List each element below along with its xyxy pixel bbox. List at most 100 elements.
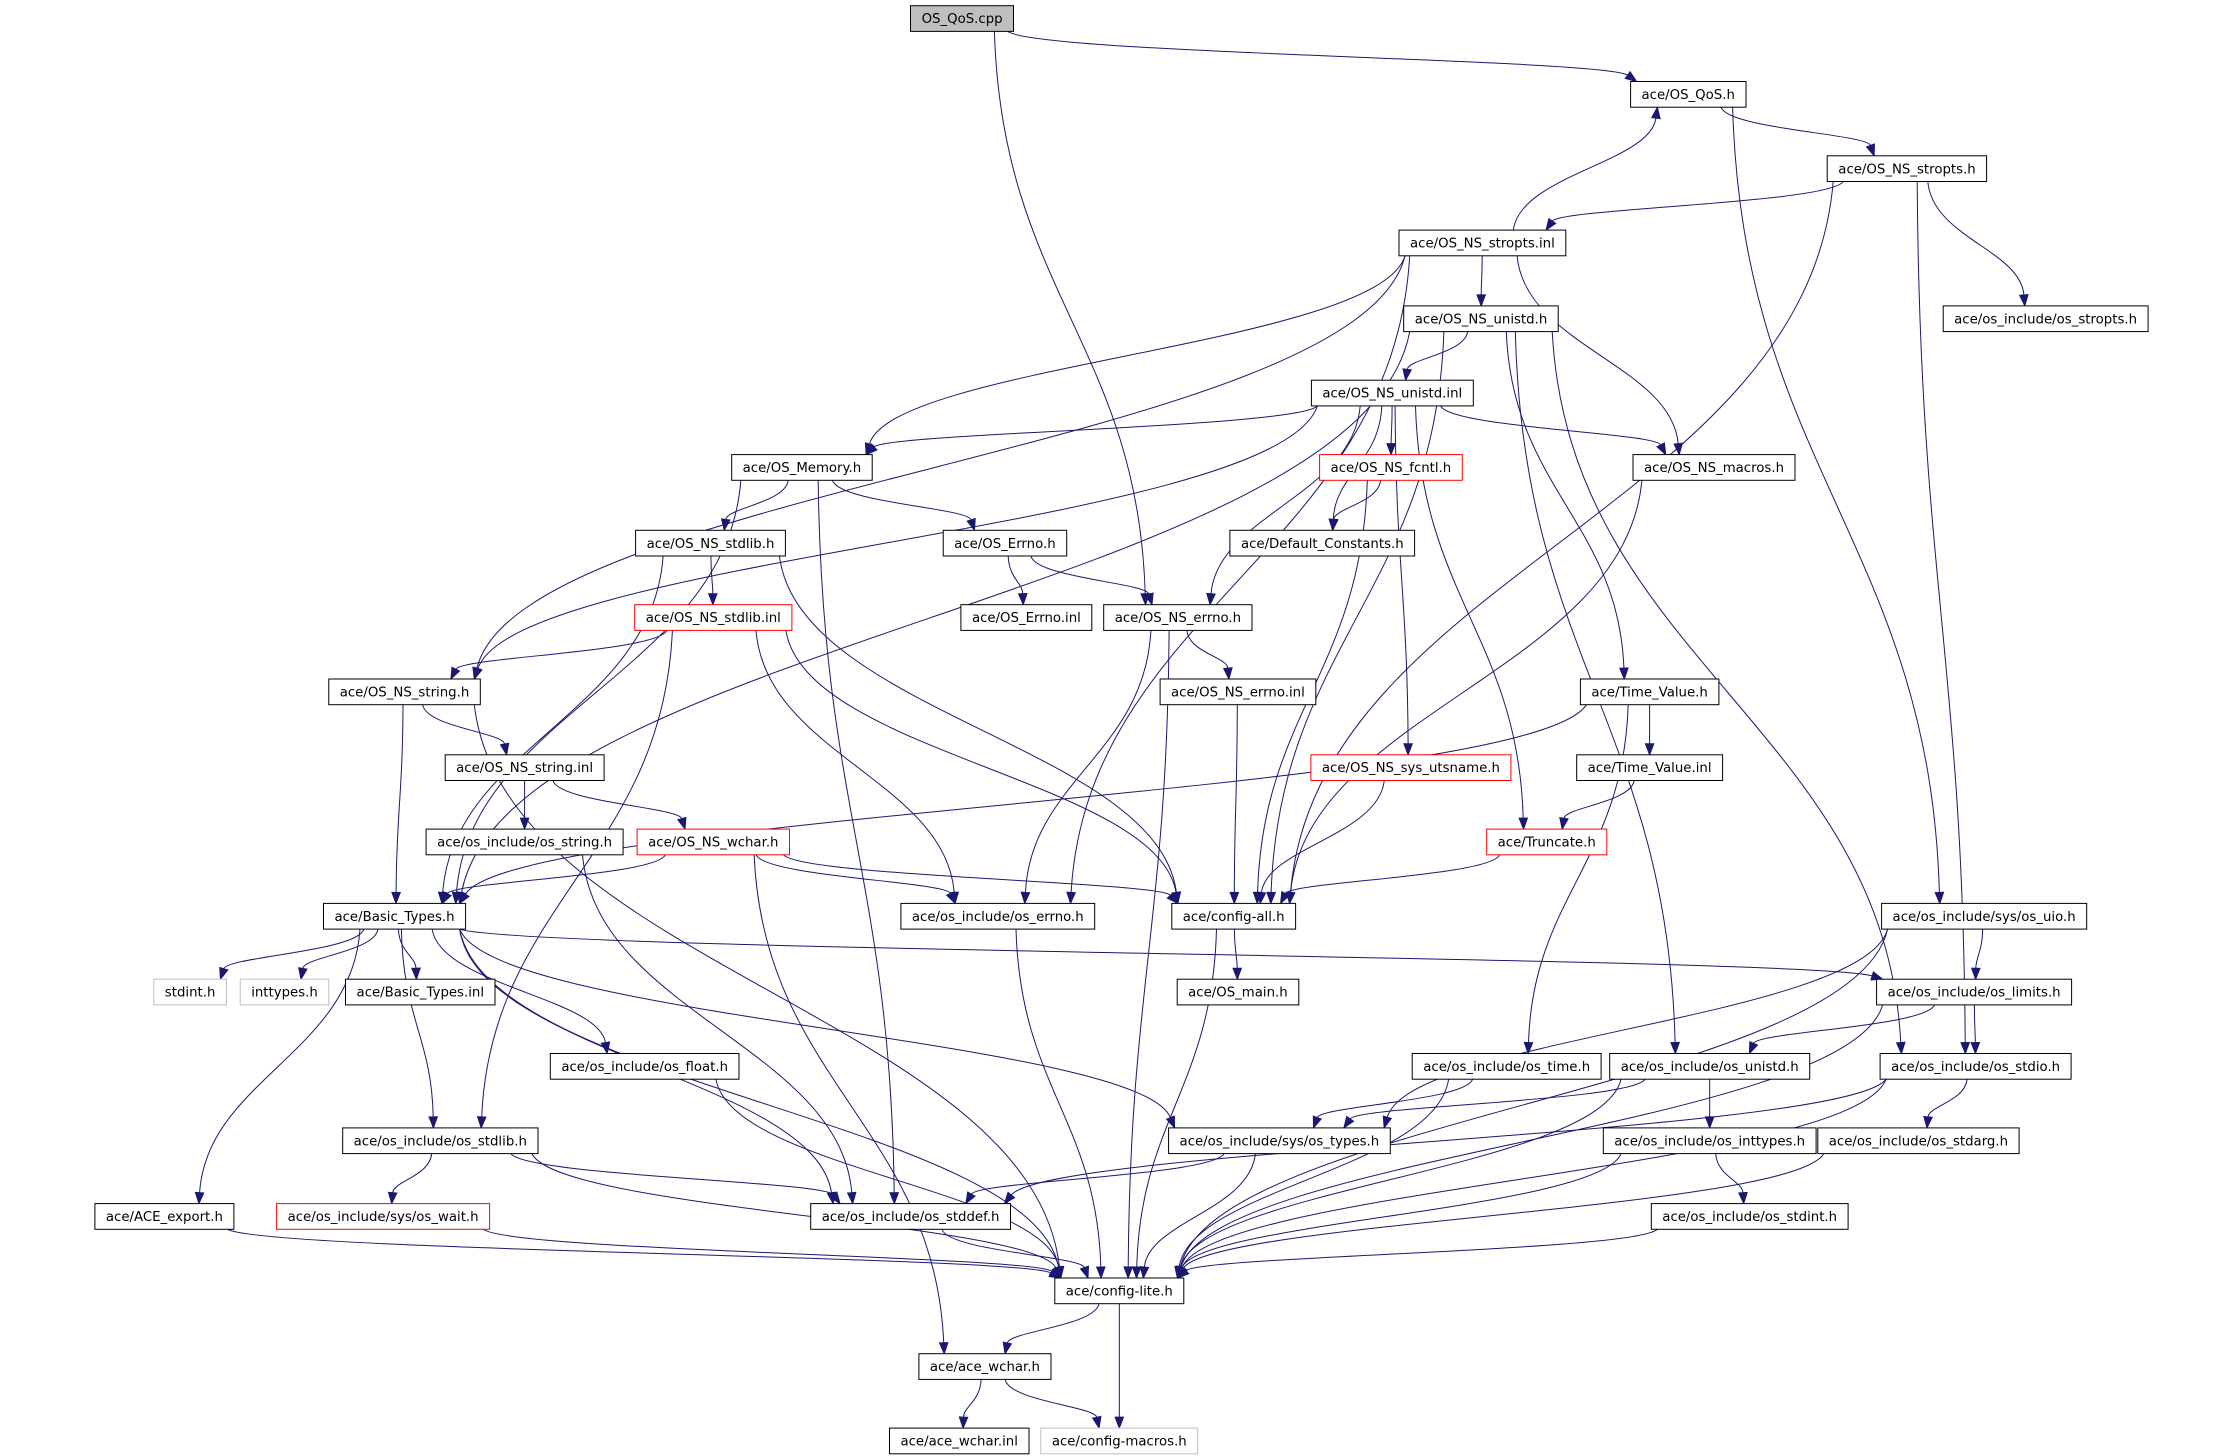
node-oi-string-h[interactable]: ace/os_include/os_string.h bbox=[425, 828, 624, 856]
node-box bbox=[1310, 754, 1512, 781]
node-os-ns-string-h[interactable]: ace/OS_NS_string.h bbox=[328, 678, 481, 706]
node-os-ns-unistd-h[interactable]: ace/OS_NS_unistd.h bbox=[1403, 305, 1559, 333]
node-ace-wchar-h[interactable]: ace/ace_wchar.h bbox=[918, 1353, 1052, 1380]
node-oi-float-h[interactable]: ace/os_include/os_float.h bbox=[549, 1053, 740, 1080]
node-os-ns-unistd-inl[interactable]: ace/OS_NS_unistd.inl bbox=[1310, 379, 1474, 407]
arrowhead bbox=[2018, 294, 2029, 308]
edge-oi_stddef_h-to-config_lite_h bbox=[941, 1229, 1090, 1280]
arrowhead bbox=[499, 742, 510, 757]
node-label: ace/ace_wchar.inl bbox=[900, 1435, 1017, 1450]
node-os-ns-stropts-h[interactable]: ace/OS_NS_stropts.h bbox=[1826, 155, 1988, 183]
edge-oi_sys_types_h-to-config_lite_h bbox=[1139, 1153, 1256, 1280]
node-oi-stdint-h[interactable]: ace/os_include/os_stdint.h bbox=[1650, 1203, 1849, 1230]
node-oi-stdlib-h[interactable]: ace/os_include/os_stdlib.h bbox=[342, 1127, 539, 1155]
node-oi-stddef-h[interactable]: ace/os_include/os_stddef.h bbox=[810, 1203, 1012, 1230]
node-box bbox=[444, 754, 605, 781]
edge-os_ns_stdlib_inl-to-os_ns_string_h bbox=[450, 630, 668, 681]
node-oi-limits-h[interactable]: ace/os_include/os_limits.h bbox=[1876, 978, 2073, 1006]
edge-basic_types_h-to-ace_export_h bbox=[194, 929, 361, 1205]
node-label: ace/os_include/os_stdio.h bbox=[1891, 1060, 2060, 1075]
node-os-errno-inl[interactable]: ace/OS_Errno.inl bbox=[960, 604, 1093, 631]
node-label: ace/OS_NS_fcntl.h bbox=[1331, 461, 1452, 476]
node-oi-stropts-h[interactable]: ace/os_include/os_stropts.h bbox=[1942, 305, 2149, 333]
edge-os_memory_h-to-oi_stddef_h bbox=[817, 480, 900, 1205]
node-os-ns-macros-h[interactable]: ace/OS_NS_macros.h bbox=[1632, 454, 1796, 481]
node-basic-types-inl[interactable]: ace/Basic_Types.inl bbox=[345, 978, 496, 1006]
node-box bbox=[1159, 678, 1317, 706]
node-os-ns-fcntl-h[interactable]: ace/OS_NS_fcntl.h bbox=[1319, 454, 1463, 481]
node-oi-sys-types-h[interactable]: ace/os_include/sys/os_types.h bbox=[1168, 1127, 1391, 1155]
node-config-lite-h[interactable]: ace/config-lite.h bbox=[1054, 1277, 1185, 1305]
node-label: ace/os_include/sys/os_types.h bbox=[1180, 1134, 1380, 1149]
arrowhead bbox=[1279, 890, 1291, 905]
node-box bbox=[731, 454, 873, 481]
node-basic-types-h[interactable]: ace/Basic_Types.h bbox=[323, 902, 467, 930]
arrowhead bbox=[1738, 1191, 1748, 1205]
edge-oi_float_h-to-config_lite_h bbox=[715, 1079, 1064, 1280]
arrowhead bbox=[938, 1342, 949, 1356]
arrowhead bbox=[1559, 816, 1569, 831]
node-label: ace/OS_NS_stdlib.inl bbox=[646, 611, 781, 626]
node-os-ns-errno-h[interactable]: ace/OS_NS_errno.h bbox=[1103, 604, 1253, 631]
node-os-ns-wchar-h[interactable]: ace/OS_NS_wchar.h bbox=[636, 828, 790, 856]
node-label: ace/OS_NS_stropts.inl bbox=[1410, 237, 1555, 252]
edge-os_memory_h-to-os_ns_stdlib_h bbox=[720, 480, 789, 532]
node-ace-wchar-inl[interactable]: ace/ace_wchar.inl bbox=[889, 1427, 1030, 1455]
arrowhead bbox=[1656, 442, 1667, 456]
edge-ace_wchar_h-to-config_macros_h bbox=[1004, 1379, 1102, 1430]
arrowhead bbox=[473, 666, 483, 681]
node-box bbox=[1881, 902, 2088, 930]
node-box bbox=[1826, 155, 1988, 183]
node-oi-sys-wait-h[interactable]: ace/os_include/sys/os_wait.h bbox=[276, 1203, 491, 1230]
arrowhead bbox=[720, 518, 731, 532]
node-label: ace/OS_Errno.h bbox=[954, 537, 1056, 552]
arrowhead bbox=[1266, 891, 1277, 905]
node-oi-inttypes-h[interactable]: ace/os_include/os_inttypes.h bbox=[1602, 1127, 1817, 1155]
node-label: ace/OS_NS_string.h bbox=[340, 686, 470, 701]
node-os-memory-h[interactable]: ace/OS_Memory.h bbox=[731, 454, 873, 481]
node-oi-stdio-h[interactable]: ace/os_include/os_stdio.h bbox=[1879, 1053, 2072, 1080]
node-os-ns-errno-inl[interactable]: ace/OS_NS_errno.inl bbox=[1159, 678, 1317, 706]
edge-oi_unistd_h-to-config_lite_h bbox=[1175, 1079, 1622, 1280]
node-os-ns-stropts-inl[interactable]: ace/OS_NS_stropts.inl bbox=[1398, 229, 1567, 257]
node-box bbox=[1411, 1053, 1602, 1080]
arrowhead bbox=[958, 1416, 969, 1430]
node-box bbox=[1876, 978, 2073, 1006]
arrowhead bbox=[1003, 1191, 1016, 1205]
node-os-ns-stdlib-inl[interactable]: ace/OS_NS_stdlib.inl bbox=[634, 604, 793, 631]
node-os-main-h[interactable]: ace/OS_main.h bbox=[1176, 978, 1300, 1006]
edge-os_ns_string_inl-to-oi_string_h bbox=[519, 780, 530, 831]
node-label: ace/config-all.h bbox=[1183, 910, 1285, 925]
edge-os_ns_stdlib_inl-to-config_all_h bbox=[785, 630, 1181, 905]
node-oi-sys-uio-h[interactable]: ace/os_include/sys/os_uio.h bbox=[1881, 902, 2088, 930]
edge-oi_unistd_h-to-oi_inttypes_h bbox=[1704, 1079, 1715, 1130]
node-os-errno-h[interactable]: ace/OS_Errno.h bbox=[942, 529, 1068, 557]
node-oi-stdarg-h[interactable]: ace/os_include/os_stdarg.h bbox=[1817, 1127, 2020, 1155]
edge-os_ns_stropts_inl-to-oi_errno_h bbox=[1066, 255, 1411, 905]
arrowhead bbox=[676, 816, 687, 831]
node-oi-time-h[interactable]: ace/os_include/os_time.h bbox=[1411, 1053, 1602, 1080]
node-oi-errno-h[interactable]: ace/os_include/os_errno.h bbox=[900, 902, 1096, 930]
node-time-value-h[interactable]: ace/Time_Value.h bbox=[1579, 678, 1720, 706]
edge-os_ns_sys_utsname_h-to-config_all_h bbox=[1256, 780, 1385, 905]
node-os-qos-h[interactable]: ace/OS_QoS.h bbox=[1630, 81, 1747, 108]
node-ace-export-h[interactable]: ace/ACE_export.h bbox=[94, 1203, 235, 1230]
arrowhead bbox=[1256, 891, 1267, 905]
node-label: ace/ace_wchar.h bbox=[930, 1360, 1040, 1375]
node-truncate-h[interactable]: ace/Truncate.h bbox=[1486, 828, 1608, 856]
edge-oi_stdint_h-to-config_lite_h bbox=[1176, 1229, 1658, 1279]
node-os-ns-string-inl[interactable]: ace/OS_NS_string.inl bbox=[444, 754, 605, 781]
edge-os_errno_h-to-os_errno_inl bbox=[1007, 556, 1028, 607]
node-label: ace/OS_NS_unistd.h bbox=[1415, 312, 1548, 327]
node-os-ns-stdlib-h[interactable]: ace/OS_NS_stdlib.h bbox=[635, 529, 786, 557]
node-time-value-inl[interactable]: ace/Time_Value.inl bbox=[1576, 754, 1724, 781]
node-config-all-h[interactable]: ace/config-all.h bbox=[1171, 902, 1297, 930]
edge-os_ns_unistd_inl-to-os_ns_errno_h bbox=[1206, 405, 1361, 607]
node-oi-unistd-h[interactable]: ace/os_include/os_unistd.h bbox=[1609, 1053, 1811, 1080]
node-default-constants-h[interactable]: ace/Default_Constants.h bbox=[1229, 529, 1416, 557]
node-label: ace/Basic_Types.inl bbox=[357, 986, 484, 1001]
node-box bbox=[1609, 1053, 1811, 1080]
node-label: OS_QoS.cpp bbox=[922, 12, 1003, 27]
node-os-ns-sys-utsname-h[interactable]: ace/OS_NS_sys_utsname.h bbox=[1310, 754, 1512, 781]
edge-os_ns_stropts_inl-to-os_ns_unistd_h bbox=[1476, 255, 1487, 308]
